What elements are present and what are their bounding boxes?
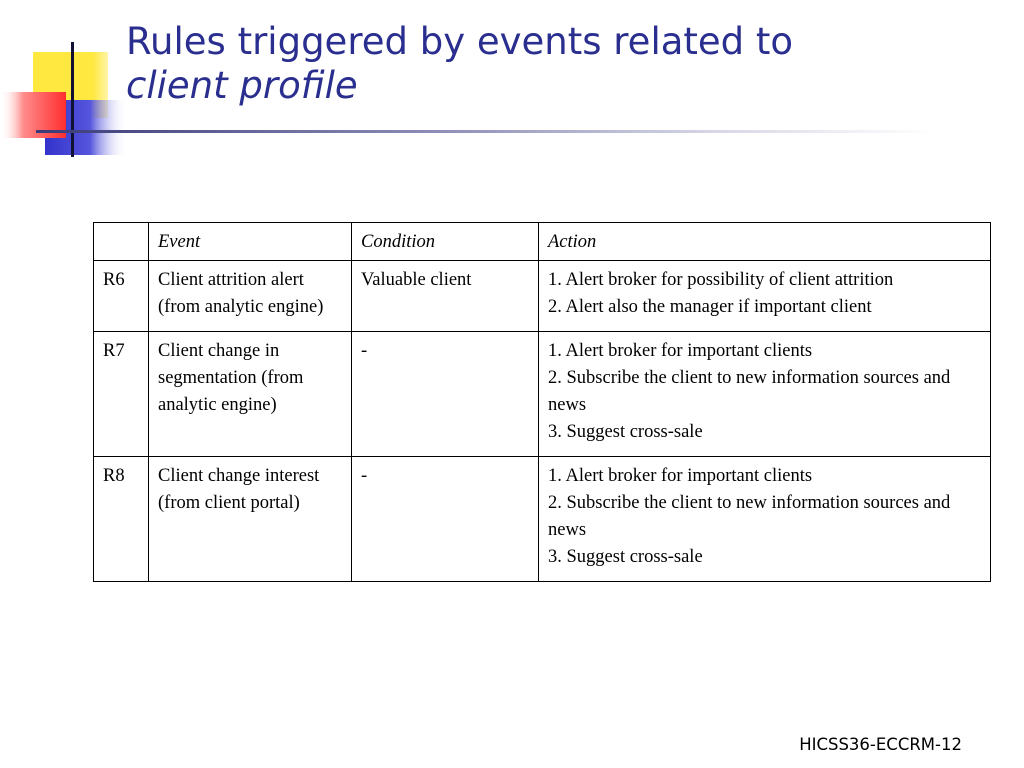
slide-title-line1: Rules triggered by events related to <box>126 20 794 63</box>
header-event: Event <box>148 222 352 261</box>
rule-action: 1. Alert broker for important clients 2.… <box>538 331 991 457</box>
rule-action: 1. Alert broker for important clients 2.… <box>538 456 991 582</box>
rule-action: 1. Alert broker for possibility of clien… <box>538 260 991 332</box>
slide-corner-decoration <box>0 42 127 157</box>
rule-condition: Valuable client <box>351 260 539 332</box>
title-underline <box>36 130 936 133</box>
rule-event: Client attrition alert (from analytic en… <box>148 260 352 332</box>
table-row: R8 Client change interest (from client p… <box>93 456 991 582</box>
rule-id: R7 <box>93 331 149 457</box>
slide-title: Rules triggered by events related to cli… <box>126 20 793 108</box>
rule-condition: - <box>351 456 539 582</box>
slide-footer: HICSS36-ECCRM-12 <box>799 735 962 754</box>
decor-vertical-line <box>71 42 74 157</box>
table-header-row: Event Condition Action <box>93 222 991 261</box>
rule-event: Client change in segmentation (from anal… <box>148 331 352 457</box>
table-row: R6 Client attrition alert (from analytic… <box>93 260 991 332</box>
rule-id: R6 <box>93 260 149 332</box>
header-condition: Condition <box>351 222 539 261</box>
table-row: R7 Client change in segmentation (from a… <box>93 331 991 457</box>
slide-title-line2: client profile <box>126 64 358 107</box>
rule-id: R8 <box>93 456 149 582</box>
rule-event: Client change interest (from client port… <box>148 456 352 582</box>
rules-table: Event Condition Action R6 Client attriti… <box>93 222 991 582</box>
header-id <box>93 222 149 261</box>
rule-condition: - <box>351 331 539 457</box>
header-action: Action <box>538 222 991 261</box>
